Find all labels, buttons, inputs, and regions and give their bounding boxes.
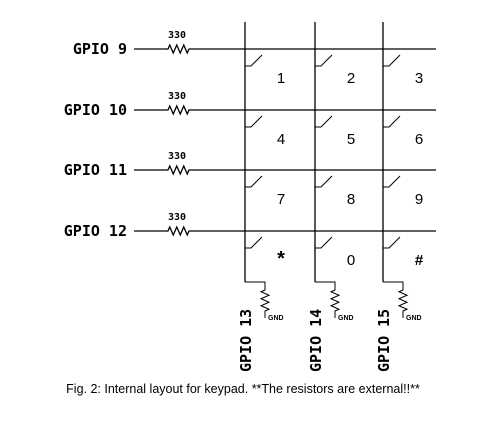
resistor-value-label: 330 xyxy=(168,30,186,41)
key-switch xyxy=(315,115,333,128)
key-switch xyxy=(383,175,401,188)
column-gpio-label: GPIO 13 xyxy=(237,309,255,372)
key-switch xyxy=(315,236,333,249)
key-switch xyxy=(315,175,333,188)
resistor-value-label: 330 xyxy=(168,151,186,162)
key-label: 4 xyxy=(277,131,285,148)
key-label: 3 xyxy=(415,70,423,87)
key-label: 1 xyxy=(277,70,285,87)
resistor-value-label: 330 xyxy=(168,91,186,102)
row-gpio-label: GPIO 12 xyxy=(64,222,127,240)
key-switch xyxy=(383,115,401,128)
key-switch xyxy=(383,54,401,67)
gnd-label: GND xyxy=(338,315,354,322)
row-wire-with-resistor xyxy=(134,225,436,237)
key-label: 0 xyxy=(347,252,355,269)
key-switch xyxy=(245,115,263,128)
key-label: 5 xyxy=(347,131,355,148)
row-gpio-label: GPIO 10 xyxy=(64,101,127,119)
column-gpio-label: GPIO 15 xyxy=(375,309,393,372)
key-label: # xyxy=(415,252,424,269)
key-switch xyxy=(315,54,333,67)
row-wire-with-resistor xyxy=(134,104,436,116)
column-gpio-label: GPIO 14 xyxy=(307,309,325,372)
key-switch xyxy=(245,236,263,249)
key-label: 7 xyxy=(277,191,285,208)
pulldown-resistor xyxy=(383,281,409,318)
gnd-label: GND xyxy=(268,315,284,322)
key-label: * xyxy=(277,248,285,270)
key-label: 8 xyxy=(347,191,355,208)
row-wire-with-resistor xyxy=(134,164,436,176)
key-switch xyxy=(383,236,401,249)
pulldown-resistor xyxy=(315,281,341,318)
row-wire-with-resistor xyxy=(134,43,436,55)
row-gpio-label: GPIO 11 xyxy=(64,161,127,179)
resistor-value-label: 330 xyxy=(168,212,186,223)
key-switch xyxy=(245,54,263,67)
key-switch xyxy=(245,175,263,188)
key-label: 2 xyxy=(347,70,355,87)
key-label: 9 xyxy=(415,191,423,208)
row-gpio-label: GPIO 9 xyxy=(73,40,127,58)
gnd-label: GND xyxy=(406,315,422,322)
key-label: 6 xyxy=(415,131,423,148)
pulldown-resistor xyxy=(245,281,271,318)
figure-caption: Fig. 2: Internal layout for keypad. **Th… xyxy=(66,382,420,396)
